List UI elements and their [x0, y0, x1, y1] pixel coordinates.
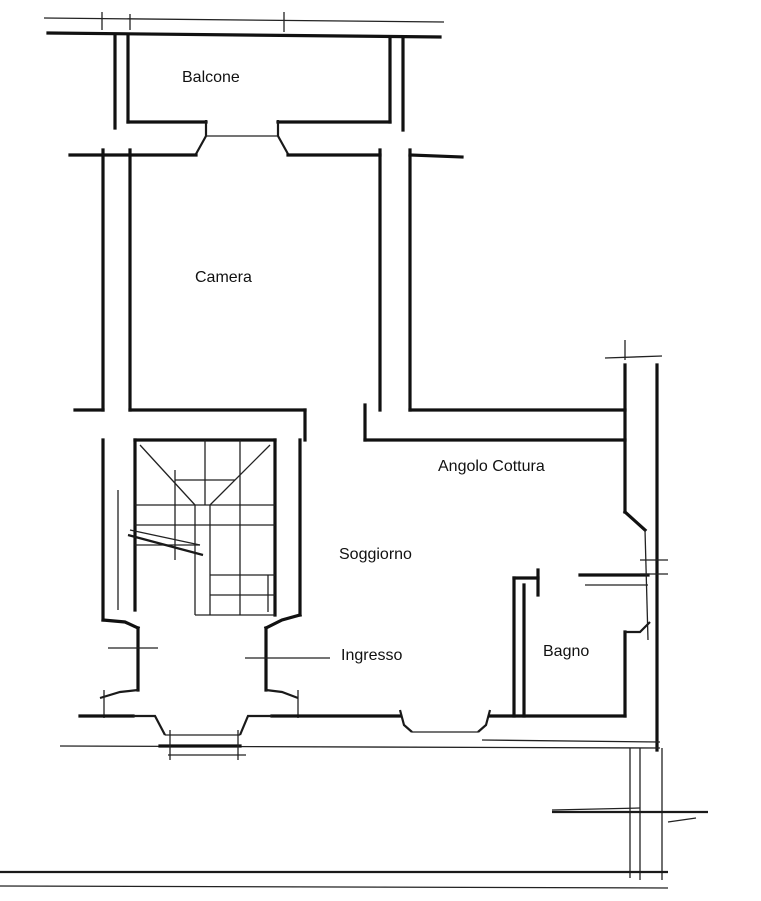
- room-label-camera: Camera: [195, 269, 252, 286]
- kitchen-walls: [363, 340, 663, 752]
- room-label-angolo-cottura: Angolo Cottura: [438, 458, 545, 475]
- staircase: [101, 438, 302, 622]
- room-label-balcone: Balcone: [182, 69, 240, 86]
- bagno-walls: [512, 509, 668, 718]
- soggiorno-walls: [398, 709, 661, 743]
- ingresso-walls: [59, 613, 661, 760]
- room-label-ingresso: Ingresso: [341, 647, 402, 664]
- room-label-soggiorno: Soggiorno: [339, 546, 412, 563]
- camera-walls: [68, 148, 627, 442]
- balcony-walls: [113, 34, 405, 132]
- room-label-bagno: Bagno: [543, 643, 589, 660]
- balcony-door: [195, 120, 289, 155]
- room-labels: Balcone Camera Angolo Cottura Soggiorno …: [182, 69, 589, 664]
- balcony-railing: [43, 12, 445, 39]
- lower-structure: [0, 748, 708, 889]
